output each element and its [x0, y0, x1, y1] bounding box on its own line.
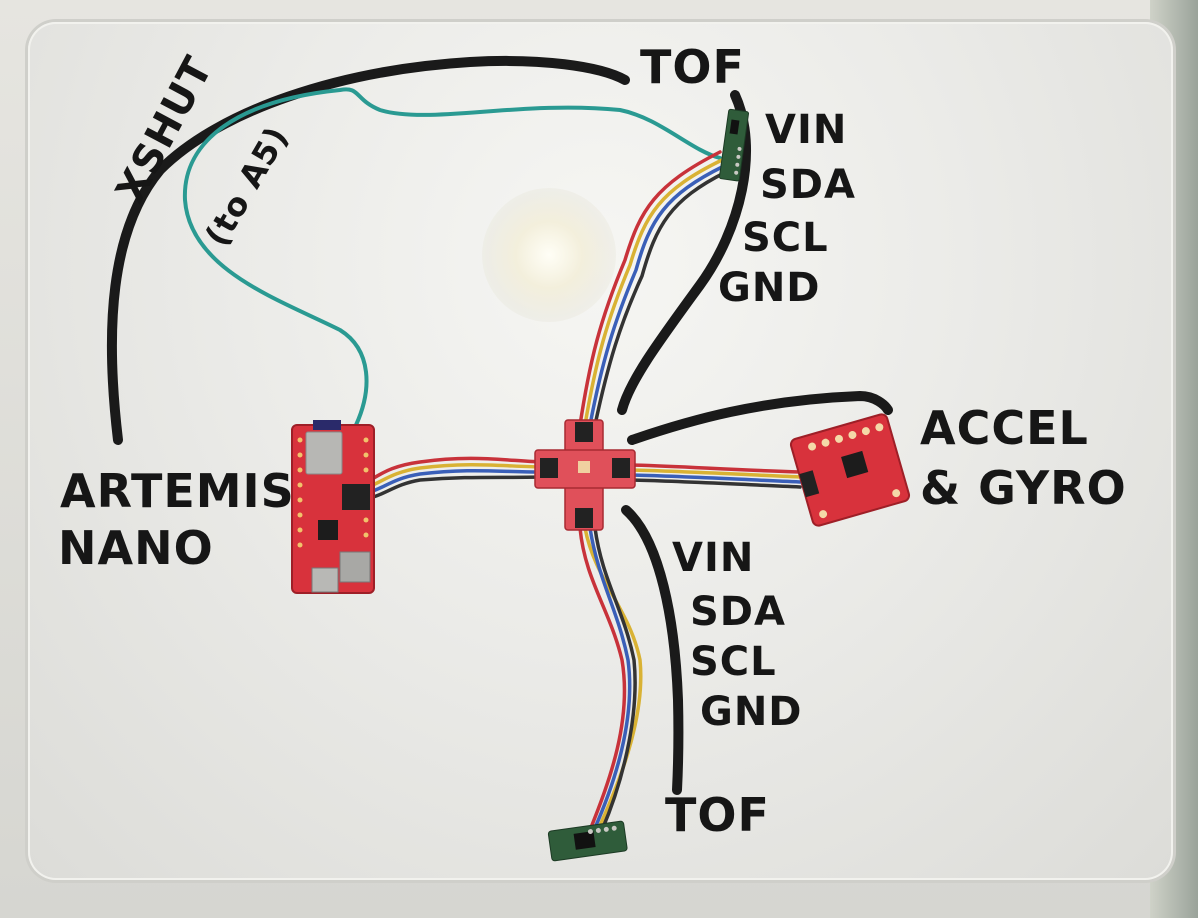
label-gyro: & GYRO: [920, 461, 1127, 515]
bottom-tof-sensor: [547, 820, 628, 862]
hub-to-top-tof-black: [593, 170, 728, 427]
pin-top-vin: VIN: [765, 107, 848, 153]
hub-to-artemis-red: [368, 456, 542, 482]
pin-top-sda: SDA: [760, 162, 856, 208]
pin-bottom-sda: SDA: [690, 589, 786, 635]
hub-to-artemis-black: [368, 475, 542, 500]
accel-bracket: [627, 390, 893, 445]
label-tof-top: TOF: [640, 40, 745, 94]
imu-board: [789, 413, 911, 527]
pin-bottom-vin: VIN: [672, 535, 755, 581]
hub-to-accel-black: [628, 478, 802, 489]
teal-xshut-wire: [182, 87, 722, 427]
pin-top-scl: SCL: [742, 215, 829, 261]
label-artemis: ARTEMIS: [60, 464, 295, 518]
pin-bottom-scl: SCL: [690, 639, 777, 685]
bottom-pin-bracket: [621, 505, 684, 795]
hub-to-bottom-tof-red: [578, 526, 627, 832]
hub-to-accel-blue: [628, 473, 802, 484]
hub-to-accel-red: [628, 463, 802, 474]
hub-to-top-tof-blue: [588, 164, 726, 427]
top-tof-sensor: [718, 108, 750, 182]
pin-bottom-gnd: GND: [700, 689, 803, 735]
hub-to-bottom-tof-black: [593, 526, 637, 832]
hub-to-top-tof-red: [578, 150, 722, 427]
hub-to-artemis-blue: [368, 468, 542, 494]
label-tof-bottom: TOF: [665, 788, 770, 842]
label-nano: NANO: [58, 521, 214, 575]
label-accel: ACCEL: [920, 401, 1089, 455]
hub-to-bottom-tof-blue: [588, 526, 632, 832]
top-pin-bracket: [617, 90, 751, 415]
qwiic-hub-board: [534, 419, 636, 531]
hub-to-top-tof-yellow: [583, 158, 724, 427]
artemis-nano-board: [291, 420, 375, 594]
pin-top-gnd: GND: [718, 265, 821, 311]
light-glare: [482, 188, 616, 322]
hub-to-accel-yellow: [628, 468, 802, 479]
hub-to-artemis-yellow: [368, 463, 542, 488]
wires: [182, 87, 802, 832]
